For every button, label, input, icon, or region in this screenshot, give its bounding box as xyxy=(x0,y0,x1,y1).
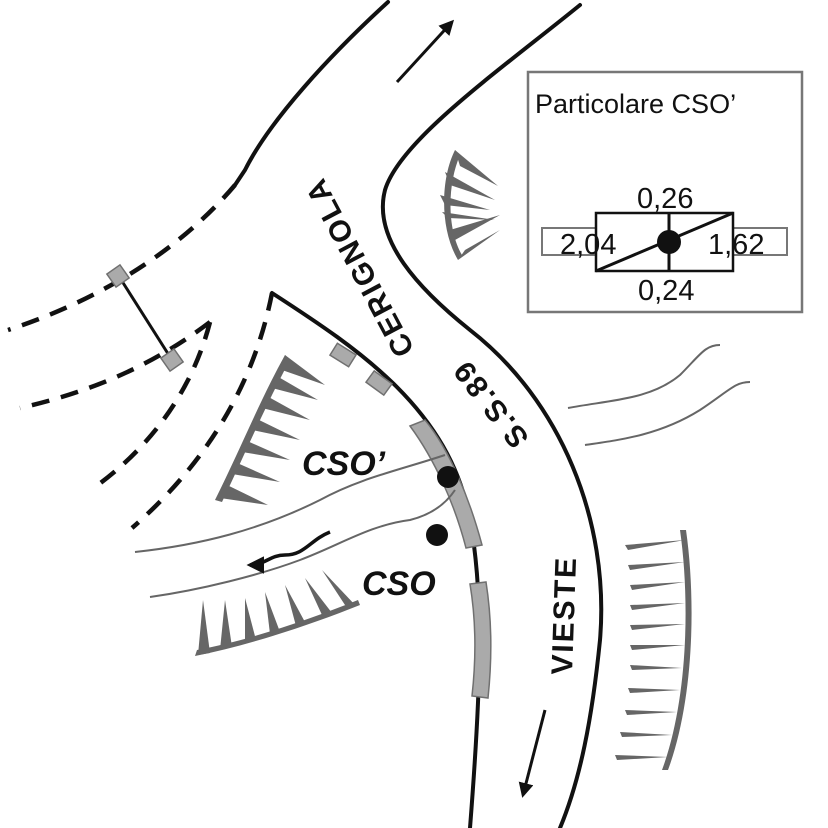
cso-point xyxy=(426,524,448,546)
slope-hatch-east xyxy=(615,530,692,770)
detail-section xyxy=(594,211,735,273)
detail-top-value: 0,26 xyxy=(637,183,693,215)
dashed-road-4 xyxy=(130,292,275,530)
dashed-road-3 xyxy=(93,321,213,489)
road-edge-east xyxy=(380,3,604,828)
dashed-road-2 xyxy=(19,320,212,411)
culvert-node xyxy=(159,347,185,373)
detail-title: Particolare CSO’ xyxy=(535,89,736,119)
flow-arrow xyxy=(246,530,331,574)
river xyxy=(134,344,751,598)
label-cerignola: CERIGNOLA xyxy=(299,172,421,362)
arrow-to-cerignola xyxy=(395,19,455,84)
culvert-node xyxy=(105,263,131,289)
label-road-name: S.S.89 xyxy=(447,353,536,454)
slope-hatch-west xyxy=(215,355,325,505)
detail-cso-point xyxy=(657,230,681,254)
detail-right-value: 1,62 xyxy=(708,229,764,261)
detail-box: Particolare CSO’ 0,26 0,24 2,04 1,62 xyxy=(526,70,804,314)
label-vieste: VIESTE xyxy=(546,555,583,675)
label-cso: CSO xyxy=(362,565,436,603)
arrow-to-vieste xyxy=(518,709,547,798)
detail-bottom-value: 0,24 xyxy=(638,275,694,307)
dashed-road-1 xyxy=(7,183,237,333)
slope-hatch-north xyxy=(440,150,500,260)
slope-hatch-river xyxy=(195,570,360,656)
culvert-connector xyxy=(105,263,185,373)
detail-left-value: 2,04 xyxy=(560,229,616,261)
road-edge-west-upper xyxy=(233,0,390,187)
cso-prime-point xyxy=(437,466,459,488)
label-cso-prime: CSO’ xyxy=(302,445,386,483)
